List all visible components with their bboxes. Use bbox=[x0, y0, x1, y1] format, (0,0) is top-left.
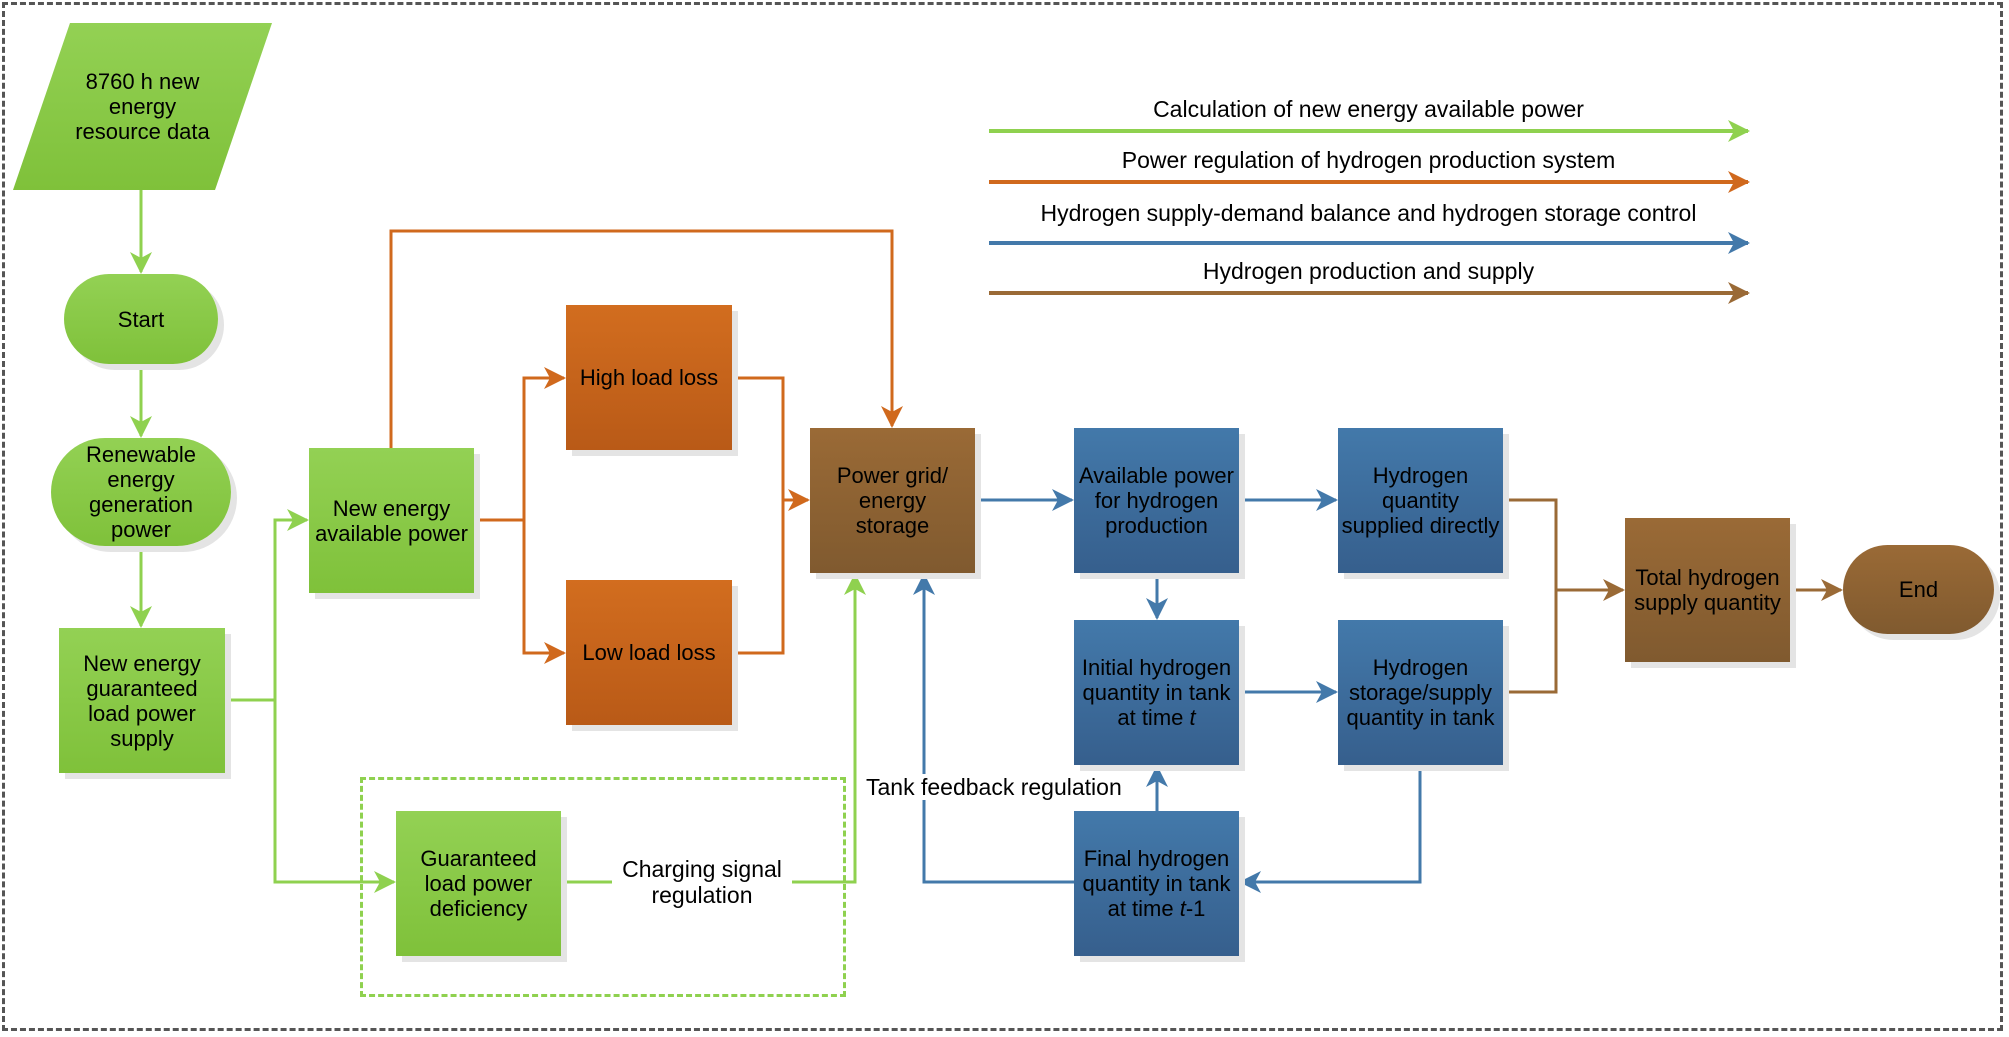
node-power-for-h2[interactable]: Available power for hydrogen production bbox=[1074, 428, 1239, 573]
node-renewable-generation[interactable]: Renewable energy generation power bbox=[51, 438, 231, 546]
edge-label-charging: Charging signal regulation bbox=[612, 856, 792, 908]
node-start[interactable]: Start bbox=[64, 274, 218, 364]
charging-regulation-group bbox=[360, 777, 846, 997]
edge-low-to-grid bbox=[732, 500, 785, 655]
node-final-h2-label: Final hydrogen quantity in tank at time … bbox=[1082, 846, 1231, 921]
edge-guaranteed-to-deficiency bbox=[273, 700, 396, 893]
node-end[interactable]: End bbox=[1843, 545, 1994, 634]
node-available-power[interactable]: New energy available power bbox=[309, 448, 474, 593]
node-h2-direct[interactable]: Hydrogen quantity supplied directly bbox=[1338, 428, 1503, 573]
edge-available-to-grid-top bbox=[389, 229, 903, 448]
edge-available-to-high bbox=[474, 367, 566, 522]
edge-storage-to-final bbox=[1239, 765, 1422, 893]
legend-label-blue: Hydrogen supply-demand balance and hydro… bbox=[1040, 200, 1697, 226]
legend-label-brown: Hydrogen production and supply bbox=[1202, 258, 1535, 284]
node-guaranteed-supply[interactable]: New energy guaranteed load power supply bbox=[59, 628, 225, 773]
edge-guaranteed-to-available bbox=[225, 509, 309, 702]
node-low-load-loss[interactable]: Low load loss bbox=[566, 580, 732, 725]
edge-storage-to-total bbox=[1503, 590, 1558, 694]
node-high-load-loss[interactable]: High load loss bbox=[566, 305, 732, 450]
edge-final-to-grid bbox=[913, 573, 1074, 884]
legend-label-orange: Power regulation of hydrogen production … bbox=[1121, 147, 1616, 173]
node-initial-h2[interactable]: Initial hydrogen quantity in tank at tim… bbox=[1074, 620, 1239, 765]
node-initial-h2-label: Initial hydrogen quantity in tank at tim… bbox=[1081, 655, 1232, 730]
edge-high-to-grid bbox=[732, 376, 810, 511]
node-h2-storage-supply[interactable]: Hydrogen storage/supply quantity in tank bbox=[1338, 620, 1503, 765]
edge-label-tank-feedback: Tank feedback regulation bbox=[866, 774, 1122, 800]
edge-deficiency-to-grid bbox=[561, 575, 855, 884]
edge-available-to-low bbox=[522, 520, 566, 664]
edge-direct-to-total bbox=[1503, 498, 1625, 601]
node-deficiency[interactable]: Guaranteed load power deficiency bbox=[396, 811, 561, 956]
node-total-h2[interactable]: Total hydrogen supply quantity bbox=[1625, 518, 1790, 662]
legend-label-green: Calculation of new energy available powe… bbox=[1153, 96, 1584, 122]
node-final-h2[interactable]: Final hydrogen quantity in tank at time … bbox=[1074, 811, 1239, 956]
node-grid-storage[interactable]: Power grid/ energy storage bbox=[810, 428, 975, 573]
